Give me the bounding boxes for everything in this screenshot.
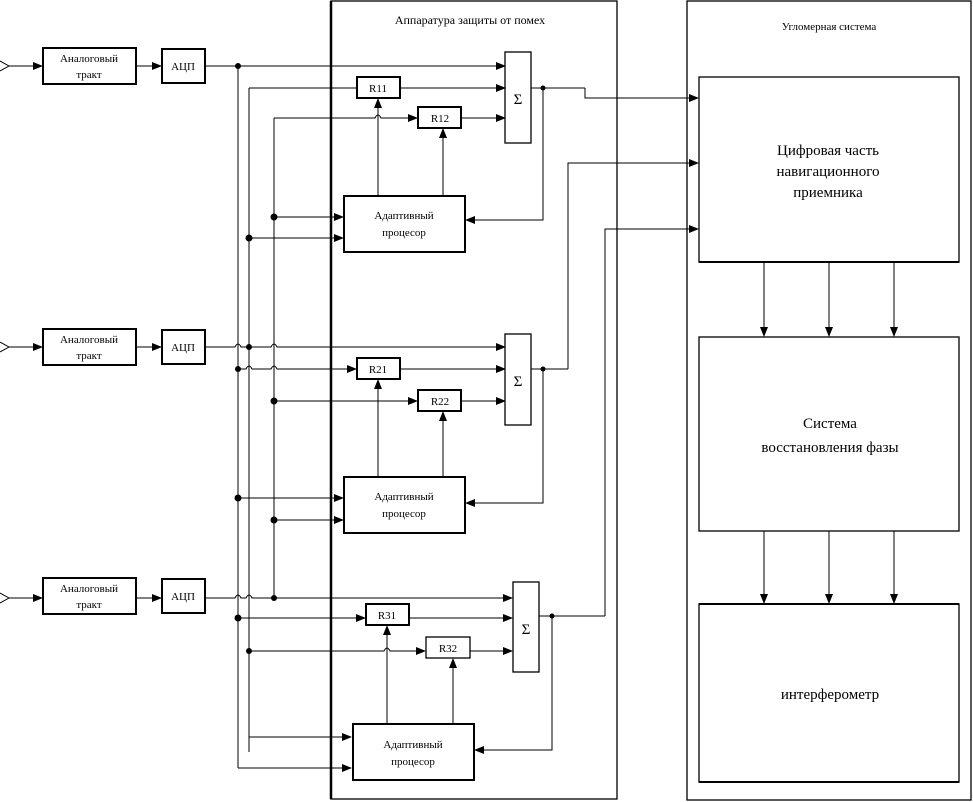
adc-block: [161, 48, 206, 84]
adaptive-processor-label-2: процесор: [382, 508, 426, 520]
analog-path-label-1: Аналоговый: [60, 583, 118, 595]
adc-label: АЦП: [171, 342, 195, 354]
angle-system-label: Угломерная система: [782, 21, 877, 33]
adaptive-processor-block: [343, 195, 466, 253]
analog-path-label-1: Аналоговый: [60, 334, 118, 346]
adaptive-processor-block: [352, 723, 475, 781]
summator-block: [504, 333, 532, 426]
adaptive-processor-label-1: Адаптивный: [374, 210, 433, 222]
channel-1: Аналоговый тракт АЦП R11 R12 Σ Адаптивны…: [0, 47, 699, 253]
inter-block-arrows: [760, 262, 898, 604]
analog-path-block: [42, 577, 137, 615]
summator-block: [504, 51, 532, 144]
interferometer-label: интерферометр: [781, 687, 879, 703]
interferometer-block: [698, 603, 960, 783]
antenna-icon: [0, 592, 11, 604]
adc-label: АЦП: [171, 61, 195, 73]
summator-label: Σ: [514, 92, 523, 108]
weight-r11-label: R11: [369, 83, 387, 95]
phase-recovery-label-2: восстановления фазы: [761, 440, 898, 456]
digital-receiver-block: [698, 76, 960, 263]
angle-system-frame: [686, 0, 972, 801]
analog-path-label-1: Аналоговый: [60, 53, 118, 65]
analog-path-block: [42, 328, 137, 366]
digital-receiver-label-3: приемника: [793, 185, 863, 201]
weight-r12-label: R12: [431, 113, 449, 125]
phase-recovery-block: [698, 336, 960, 532]
analog-path-label-2: тракт: [76, 350, 102, 362]
protection-equipment-label: Аппаратура защиты от помех: [395, 13, 545, 27]
summator-block: [512, 581, 540, 673]
signal-bus: [235, 63, 352, 772]
summator-label: Σ: [522, 622, 531, 638]
weight-r21-label: R21: [369, 364, 387, 376]
antenna-icon: [0, 60, 11, 72]
adaptive-processor-block: [343, 476, 466, 534]
adc-label: АЦП: [171, 591, 195, 603]
digital-receiver-label-2: навигационного: [777, 164, 880, 180]
adc-block: [161, 329, 206, 365]
adaptive-processor-label-1: Адаптивный: [374, 491, 433, 503]
protection-equipment-frame: [330, 0, 618, 800]
adaptive-processor-label-1: Адаптивный: [383, 739, 442, 751]
digital-receiver-label-1: Цифровая часть: [777, 143, 879, 159]
weight-r32-label: R32: [439, 643, 457, 655]
channel-3: Аналоговый тракт АЦП R31 R32 Σ Адаптивны…: [0, 225, 699, 781]
summator-label: Σ: [514, 374, 523, 390]
adc-block: [161, 578, 206, 614]
analog-path-label-2: тракт: [76, 69, 102, 81]
analog-path-label-2: тракт: [76, 599, 102, 611]
phase-recovery-label-1: Система: [803, 416, 857, 432]
adaptive-processor-label-2: процесор: [382, 227, 426, 239]
weight-r31-label: R31: [378, 610, 396, 622]
weight-r22-label: R22: [431, 396, 449, 408]
antenna-icon: [0, 341, 11, 353]
weight-r32-block: [425, 636, 471, 659]
adaptive-processor-label-2: процесор: [391, 756, 435, 768]
channel-2: Аналоговый тракт АЦП R21 R22 Σ Адаптивны…: [0, 159, 699, 534]
